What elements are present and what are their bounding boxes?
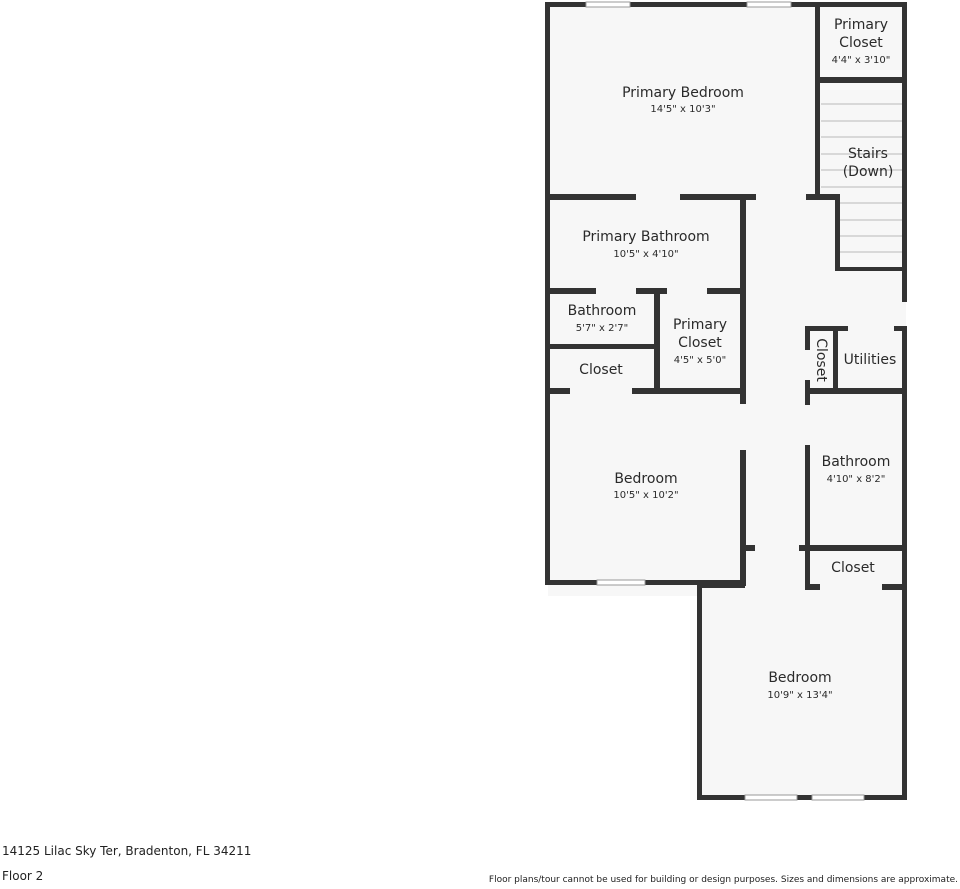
room-name: Bathroom	[822, 454, 891, 470]
room-dimensions: 4'4" x 3'10"	[832, 55, 891, 66]
room-dimensions: 14'5" x 10'3"	[650, 104, 715, 115]
room-label-primary-bedroom: Primary Bedroom 14'5" x 10'3"	[622, 85, 744, 115]
disclaimer: Floor plans/tour cannot be used for buil…	[488, 875, 958, 885]
room-dimensions: 10'5" x 10'2"	[613, 490, 678, 501]
room-name: Closet	[813, 338, 829, 382]
room-label-stairs: Stairs (Down)	[843, 146, 894, 180]
room-label-primary-closet-mid: Primary Closet 4'5" x 5'0"	[673, 317, 727, 366]
room-name-line2: Closet	[839, 35, 883, 51]
room-name: Bathroom	[568, 303, 637, 319]
room-name-line1: Primary	[834, 17, 888, 33]
room-dimensions: 4'10" x 8'2"	[827, 474, 886, 485]
room-dimensions: 10'9" x 13'4"	[767, 690, 832, 701]
room-name: Bedroom	[614, 471, 677, 487]
room-name-line1: Stairs	[848, 146, 888, 162]
room-name: Closet	[579, 362, 623, 378]
room-label-closet-vertical: Closet	[813, 338, 829, 382]
room-name-line2: Closet	[678, 335, 722, 351]
room-label-primary-closet-top: Primary Closet 4'4" x 3'10"	[832, 17, 891, 66]
room-name: Primary Bedroom	[622, 85, 744, 101]
room-name: Closet	[831, 560, 875, 576]
room-label-bedroom-left: Bedroom 10'5" x 10'2"	[613, 471, 678, 501]
floor-areas	[548, 4, 906, 799]
room-label-bathroom-small: Bathroom 5'7" x 2'7"	[568, 303, 637, 334]
floor-label: Floor 2	[2, 869, 44, 883]
room-name: Utilities	[844, 352, 897, 368]
room-dimensions: 10'5" x 4'10"	[613, 249, 678, 260]
room-label-closet-left: Closet	[579, 362, 623, 378]
room-dimensions: 5'7" x 2'7"	[576, 323, 628, 334]
property-address: 14125 Lilac Sky Ter, Bradenton, FL 34211	[2, 844, 252, 858]
room-label-utilities: Utilities	[844, 352, 897, 368]
room-name: Primary Bathroom	[582, 229, 709, 245]
room-label-bathroom-right: Bathroom 4'10" x 8'2"	[822, 454, 891, 485]
windows	[585, 1, 865, 801]
room-dimensions: 4'5" x 5'0"	[674, 355, 726, 366]
room-label-closet-right: Closet	[831, 560, 875, 576]
room-label-bedroom-bottom: Bedroom 10'9" x 13'4"	[767, 670, 832, 701]
door-openings	[570, 194, 894, 590]
room-name-line1: Primary	[673, 317, 727, 333]
room-label-primary-bathroom: Primary Bathroom 10'5" x 4'10"	[582, 229, 709, 260]
room-name-line2: (Down)	[843, 164, 894, 180]
stairs-treads	[821, 103, 902, 253]
room-name: Bedroom	[768, 670, 831, 686]
